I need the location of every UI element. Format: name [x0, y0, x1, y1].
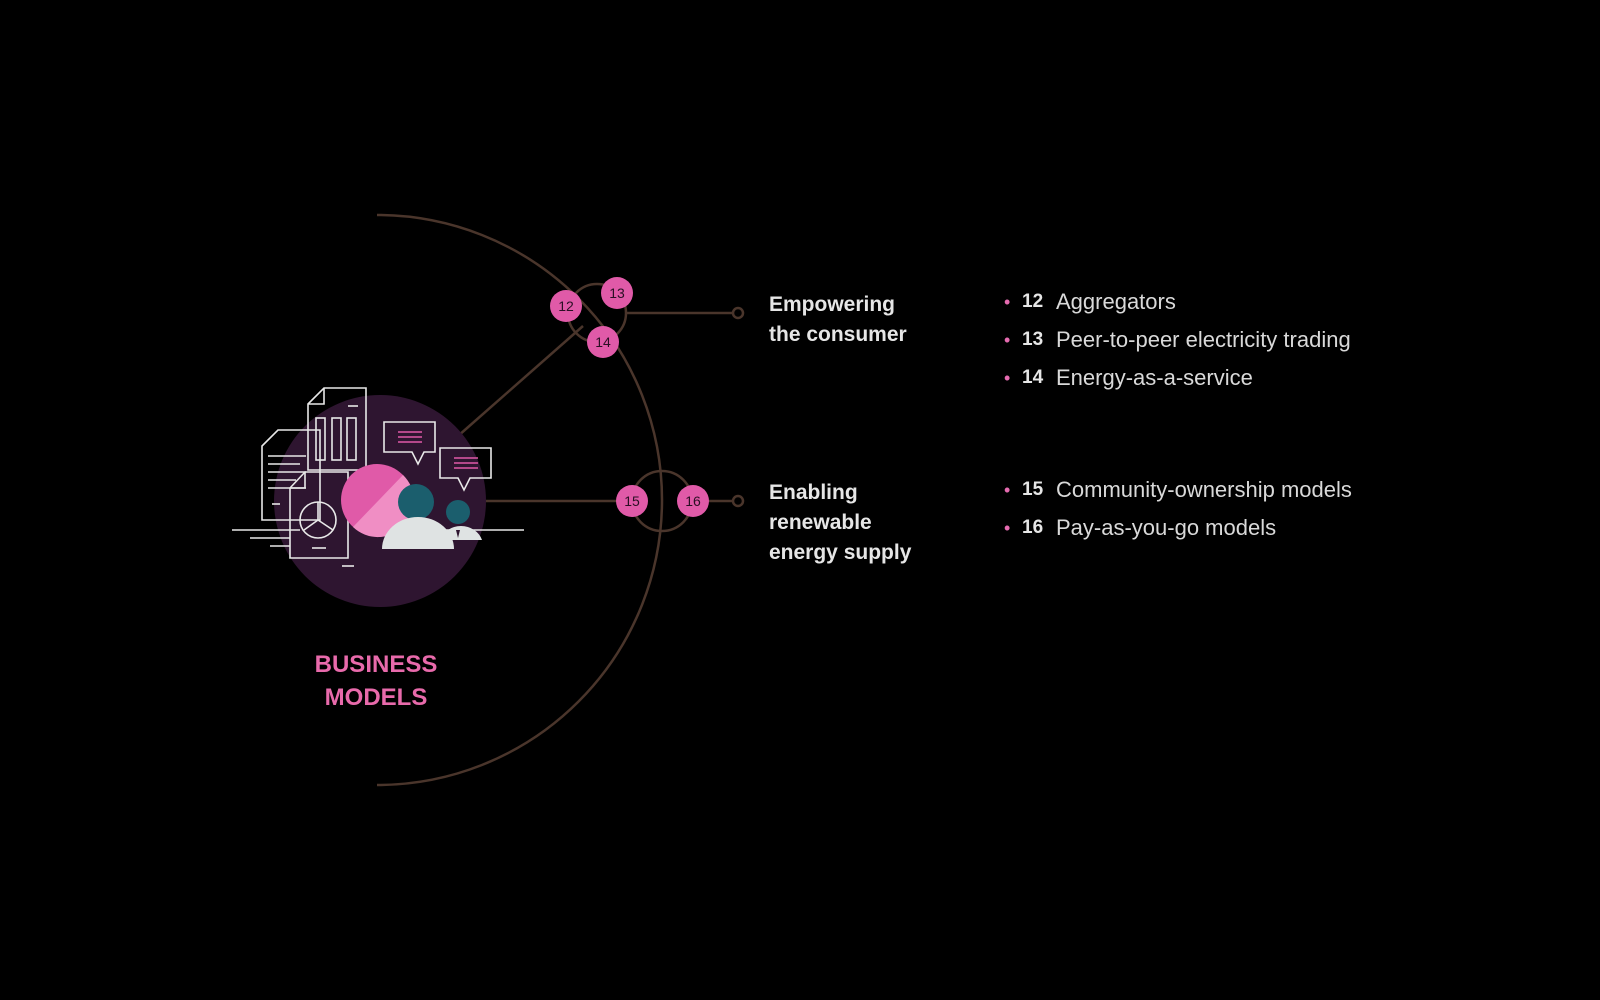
svg-text:12: 12 [558, 298, 574, 314]
group-title-line: Empowering [769, 293, 896, 316]
badge-15: 15 [616, 485, 648, 517]
svg-text:13: 13 [609, 285, 625, 301]
list-item: • 12 Aggregators [1004, 283, 1351, 321]
bullet-icon: • [1004, 367, 1011, 388]
svg-text:15: 15 [624, 493, 640, 509]
bullet-icon: • [1004, 479, 1011, 500]
model-number: 15 [1022, 479, 1044, 500]
bullet-icon: • [1004, 291, 1011, 312]
badge-12: 12 [550, 290, 582, 322]
category-label: BUSINESS MODELS [276, 648, 476, 714]
category-label-line: BUSINESS [314, 651, 438, 678]
group-title-line: energy supply [769, 541, 912, 564]
category-label-line: MODELS [324, 684, 428, 711]
model-number: 16 [1022, 517, 1044, 538]
model-number: 14 [1022, 367, 1044, 388]
bullet-icon: • [1004, 329, 1011, 350]
badge-13: 13 [601, 277, 633, 309]
model-label: Peer-to-peer electricity trading [1056, 327, 1351, 352]
node-dot-upper [731, 306, 745, 320]
badge-14: 14 [587, 326, 619, 358]
model-number: 12 [1022, 291, 1044, 312]
group-title-line: renewable [769, 511, 872, 534]
bullet-icon: • [1004, 517, 1011, 538]
group-title-line: Enabling [769, 481, 858, 504]
model-label: Energy-as-a-service [1056, 365, 1253, 390]
svg-text:16: 16 [685, 493, 701, 509]
model-list-empowering: • 12 Aggregators • 13 Peer-to-peer elect… [1004, 283, 1351, 397]
outer-arc [376, 213, 664, 787]
group-title-enabling: Enabling renewable energy supply [769, 478, 969, 568]
model-label: Community-ownership models [1056, 477, 1352, 502]
list-item: • 13 Peer-to-peer electricity trading [1004, 321, 1351, 359]
model-number: 13 [1022, 329, 1044, 350]
group-title-empowering: Empowering the consumer [769, 290, 969, 350]
list-item: • 16 Pay-as-you-go models [1004, 509, 1352, 547]
list-item: • 15 Community-ownership models [1004, 471, 1352, 509]
model-label: Aggregators [1056, 289, 1176, 314]
badge-16: 16 [677, 485, 709, 517]
business-models-illustration-icon [232, 387, 524, 607]
connector-upper-diagonal [457, 325, 584, 437]
group-title-line: the consumer [769, 323, 907, 346]
node-dot-lower [731, 494, 745, 508]
svg-text:14: 14 [595, 334, 611, 350]
list-item: • 14 Energy-as-a-service [1004, 359, 1351, 397]
model-label: Pay-as-you-go models [1056, 515, 1277, 540]
model-list-enabling: • 15 Community-ownership models • 16 Pay… [1004, 471, 1352, 547]
